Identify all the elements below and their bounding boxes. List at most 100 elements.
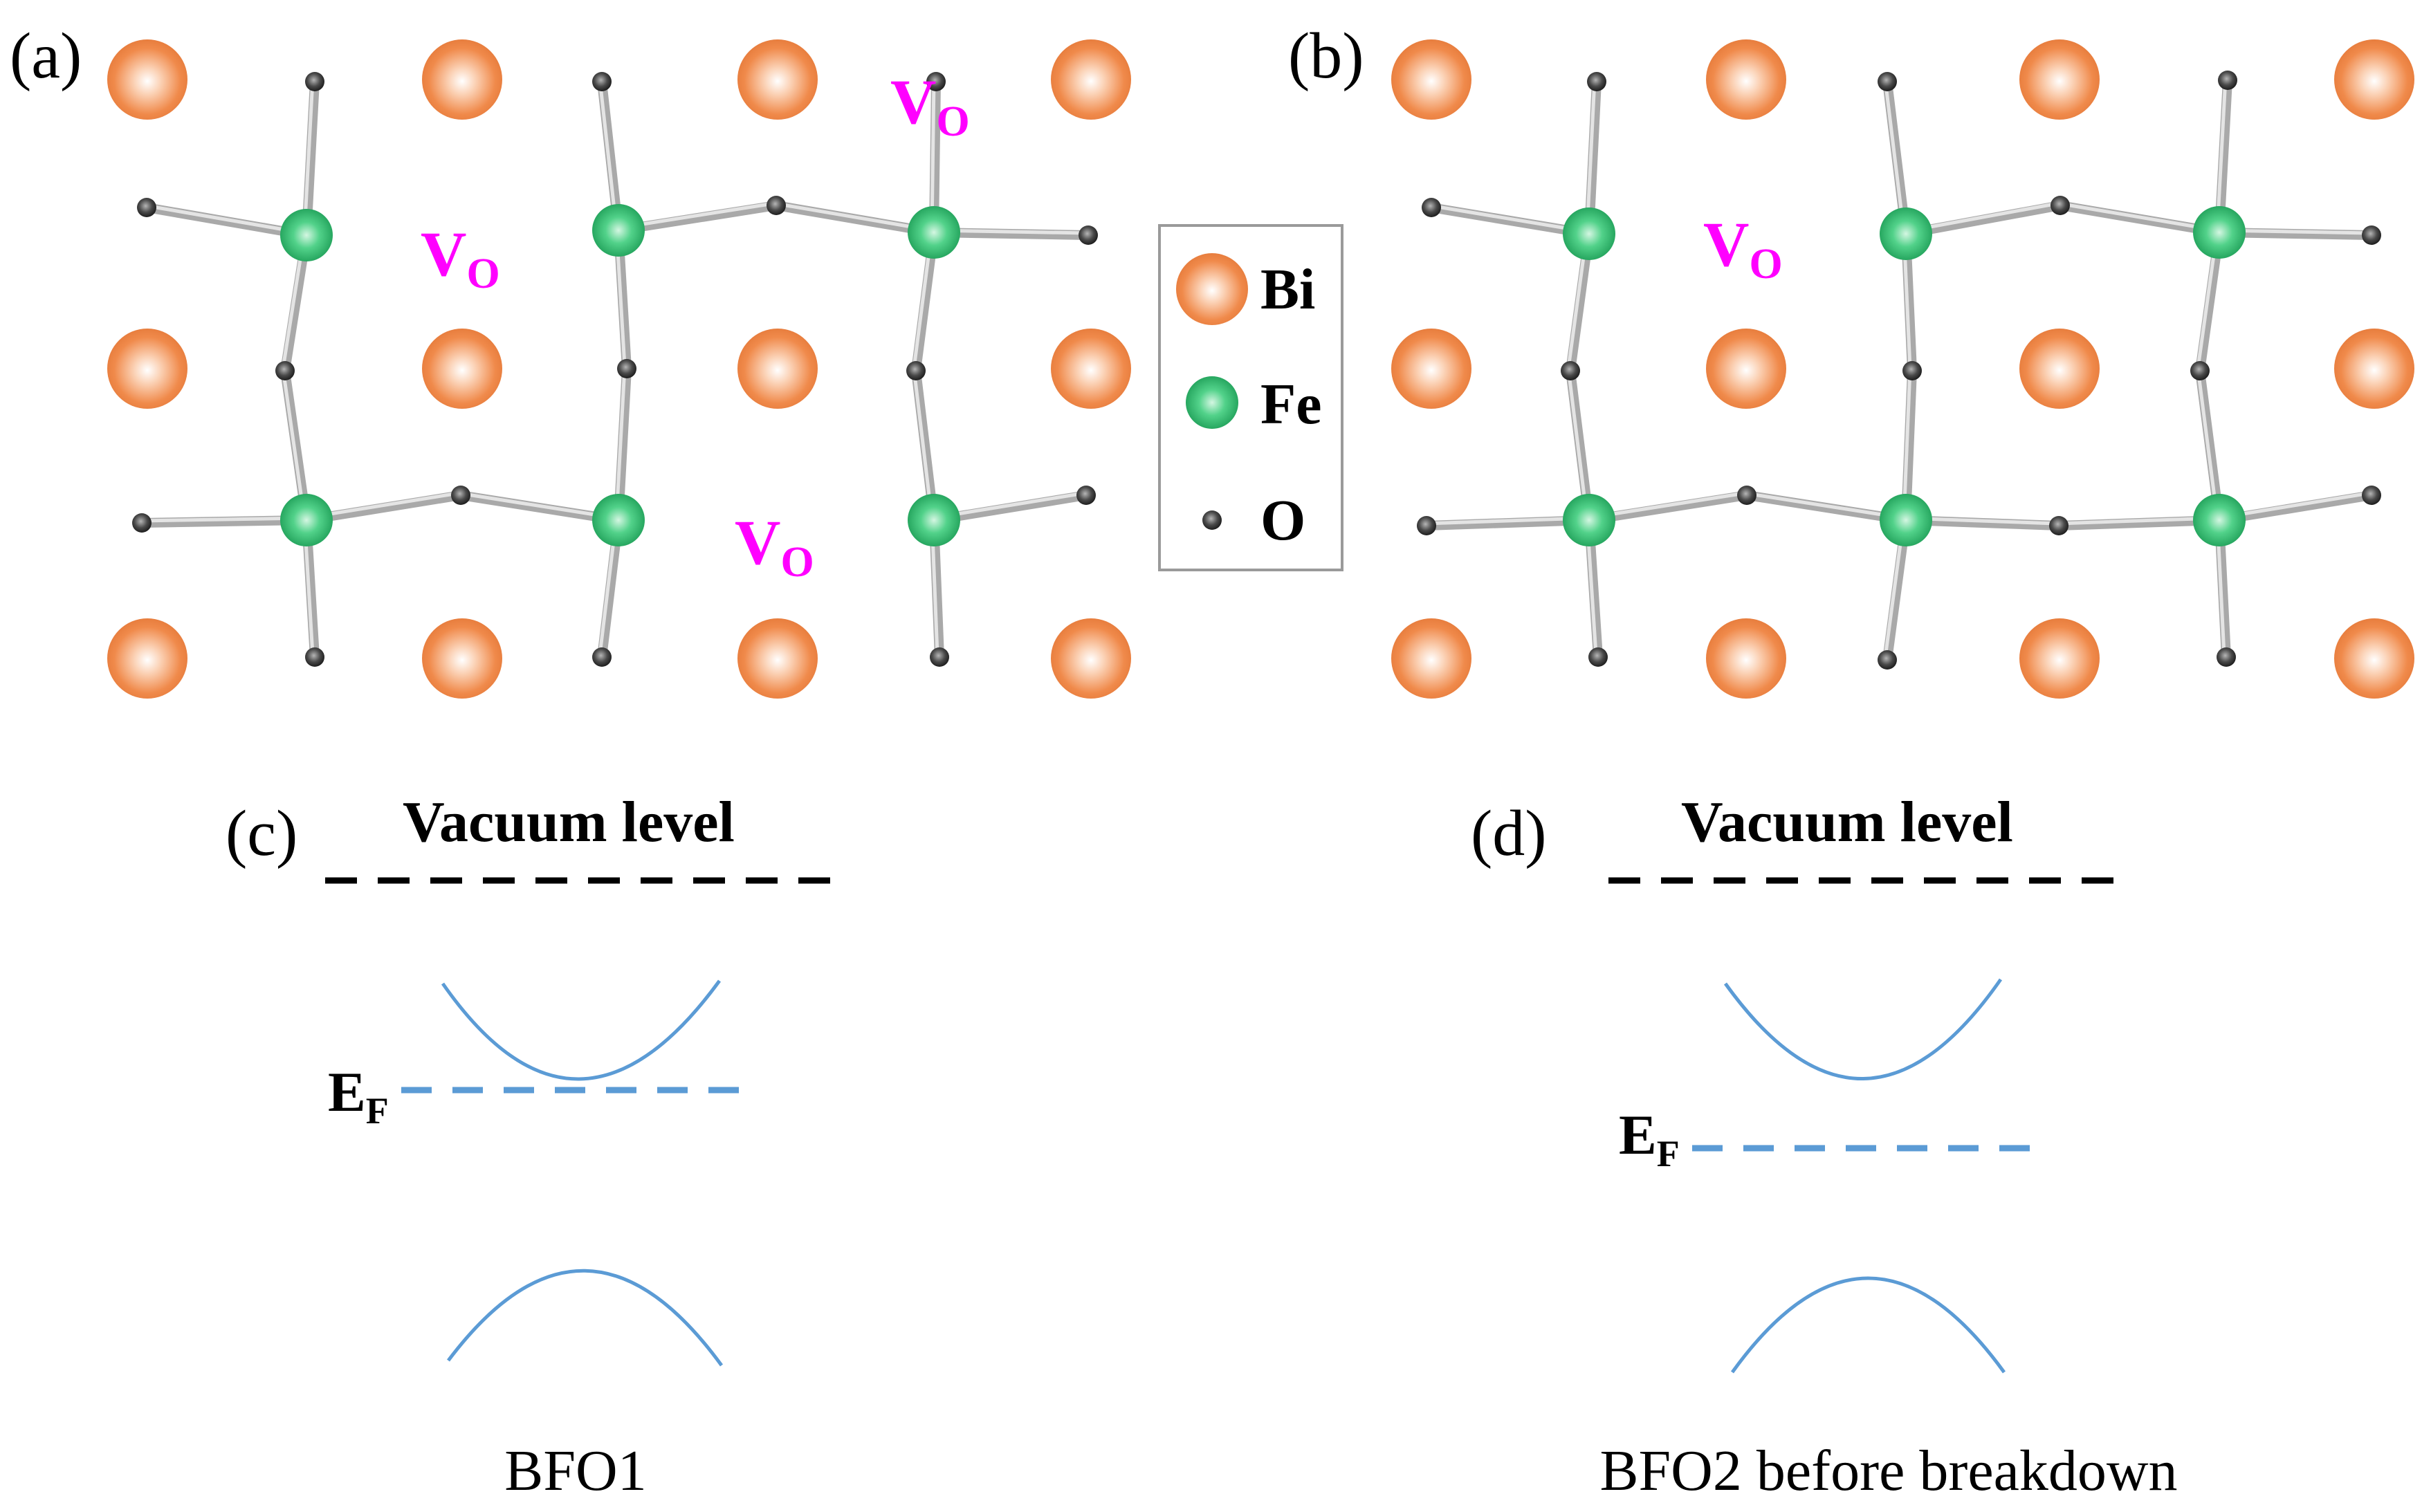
fe-atom: [1563, 494, 1615, 546]
panel-d-fermi-label: EF: [1619, 1103, 1680, 1174]
fe-o-bond-highlight: [1566, 367, 1589, 520]
fe-o-bond-highlight: [1883, 77, 1906, 234]
bi-atom: [1391, 329, 1471, 409]
o-atom: [1737, 486, 1756, 505]
vacancy-label: VO: [735, 507, 814, 586]
fe-o-bond: [137, 515, 311, 528]
panel-d-caption: BFO2 before breakdown: [1599, 1439, 2177, 1503]
fe-atom-icon: [1186, 376, 1238, 429]
panel-d-vacuum-level-title: Vacuum level: [1681, 790, 2013, 854]
legend-label-fe: Fe: [1260, 372, 1322, 436]
panel-c-label: (c): [226, 798, 297, 869]
panel-d-valence-band: [1730, 1276, 2006, 1374]
o-atom: [592, 72, 612, 91]
fe-o-bond-highlight: [1427, 203, 1589, 234]
panel-d-band-diagram: (d) Vacuum level EF BFO2 before breakdow…: [1471, 790, 2178, 1503]
o-atom: [305, 647, 324, 667]
fe-o-bond-highlight: [1422, 516, 1589, 526]
bi-atom: [737, 39, 818, 120]
fe-atom: [908, 494, 960, 546]
o-atom: [2049, 516, 2068, 535]
fe-o-bond-highlight: [614, 365, 627, 520]
bi-atom: [107, 39, 187, 120]
o-atom: [1422, 198, 1441, 217]
panel-c-valence-band: [447, 1269, 724, 1367]
vacancy-label: VO: [421, 219, 500, 297]
fe-o-bond-highlight: [930, 77, 936, 232]
bi-atom-icon: [1176, 253, 1248, 325]
o-atom: [1079, 225, 1098, 245]
fe-o-bond: [1422, 515, 1594, 531]
o-atom: [906, 361, 926, 380]
fe-atom: [2193, 206, 2246, 259]
o-atom: [1902, 361, 1922, 380]
o-atom: [1417, 516, 1436, 535]
fe-o-bond-highlight: [2215, 76, 2228, 232]
o-atom: [1587, 72, 1606, 91]
fe-o-bond-highlight: [2196, 367, 2219, 520]
fe-o-bond: [614, 201, 781, 235]
bi-atom: [1051, 618, 1131, 699]
bi-atom: [422, 618, 502, 699]
panel-b-label: (b): [1288, 20, 1364, 92]
o-atom: [617, 359, 636, 378]
fe-o-bond: [2054, 515, 2224, 531]
fe-o-bond-highlight: [598, 77, 618, 230]
bi-atom: [1706, 39, 1786, 120]
o-atom: [1076, 486, 1096, 505]
o-atom: [2051, 196, 2070, 215]
bi-atom: [2334, 329, 2414, 409]
bi-atom: [737, 618, 818, 699]
o-atom: [137, 198, 156, 217]
fe-o-bond: [1584, 490, 1752, 525]
fe-o-bond-highlight: [2055, 516, 2219, 526]
bi-atom: [1706, 618, 1786, 699]
bi-atom: [1051, 329, 1131, 409]
fe-atom: [280, 209, 333, 261]
fe-o-bond-highlight: [1743, 491, 1906, 520]
o-atom: [305, 72, 324, 91]
panel-d-conduction-band: [1723, 978, 2003, 1080]
fe-atom: [592, 204, 645, 257]
fe-o-bond-highlight: [281, 367, 306, 520]
panel-a-label: (a): [10, 20, 82, 92]
bi-atom: [107, 329, 187, 409]
fe-o-bond-highlight: [2056, 201, 2219, 232]
fe-atom: [592, 494, 645, 546]
fe-o-bond-highlight: [912, 367, 934, 520]
o-atom: [275, 361, 295, 380]
o-atom: [2190, 361, 2210, 380]
bi-atom: [422, 39, 502, 120]
o-atom: [132, 513, 152, 533]
bi-atom: [1391, 618, 1471, 699]
legend-label-bi: Bi: [1260, 257, 1315, 322]
bi-atom: [2019, 329, 2100, 409]
panel-c-fermi-label: EF: [328, 1060, 389, 1132]
o-atom: [2362, 225, 2381, 245]
fe-atom: [280, 494, 333, 546]
fe-o-bond-highlight: [143, 203, 306, 235]
fe-atom: [908, 206, 960, 259]
fe-atom: [2193, 494, 2246, 546]
vacancy-label: VO: [1703, 209, 1783, 288]
o-atom: [2218, 71, 2237, 90]
o-atom: [1878, 650, 1897, 670]
o-atom-icon: [1202, 510, 1222, 530]
o-atom: [1878, 72, 1897, 91]
bi-atom: [737, 329, 818, 409]
fe-o-bond-highlight: [138, 516, 306, 523]
panel-c-vacuum-level-title: Vacuum level: [403, 790, 735, 854]
fe-atom: [1880, 494, 1932, 546]
bi-atom: [1051, 39, 1131, 120]
o-atom: [451, 486, 470, 505]
fe-o-bond-highlight: [1902, 367, 1912, 520]
panel-d-label: (d): [1471, 798, 1547, 869]
bi-atom: [107, 618, 187, 699]
fe-atom: [1880, 208, 1932, 260]
o-atom: [930, 647, 949, 667]
vacancy-label: VO: [890, 66, 970, 145]
panel-c-caption: BFO1: [504, 1439, 646, 1503]
fe-o-bond-highlight: [1585, 77, 1597, 234]
bi-atom: [2019, 39, 2100, 120]
o-atom: [592, 647, 612, 667]
